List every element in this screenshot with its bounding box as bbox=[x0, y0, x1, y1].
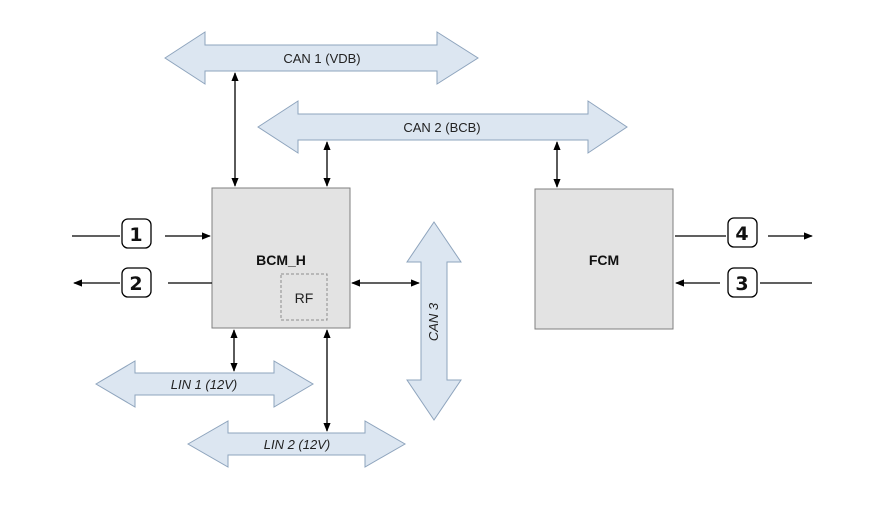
bcm-label: BCM_H bbox=[256, 252, 306, 268]
rf-submodule bbox=[280, 273, 328, 321]
port2-box bbox=[121, 267, 152, 298]
port3-box bbox=[727, 267, 758, 298]
lin1-bus bbox=[95, 360, 314, 408]
port3-label: 3 bbox=[735, 273, 748, 295]
rf-label: RF bbox=[295, 290, 314, 306]
lin1-label: LIN 1 (12V) bbox=[171, 377, 237, 392]
lin2-label: LIN 2 (12V) bbox=[264, 437, 330, 452]
fcm-label: FCM bbox=[589, 252, 619, 268]
can2-label: CAN 2 (BCB) bbox=[403, 120, 480, 135]
can1-label: CAN 1 (VDB) bbox=[283, 51, 360, 66]
lin2-bus bbox=[186, 420, 407, 468]
port4-label: 4 bbox=[735, 223, 748, 245]
fcm-module bbox=[534, 188, 674, 330]
can3-bus bbox=[406, 221, 462, 421]
port4-box bbox=[727, 217, 758, 248]
can1-bus bbox=[164, 31, 479, 85]
port2-label: 2 bbox=[129, 273, 142, 295]
can3-label: CAN 3 bbox=[426, 302, 441, 341]
can2-bus bbox=[257, 100, 628, 154]
port1-box bbox=[121, 218, 152, 249]
port1-label: 1 bbox=[129, 224, 142, 246]
